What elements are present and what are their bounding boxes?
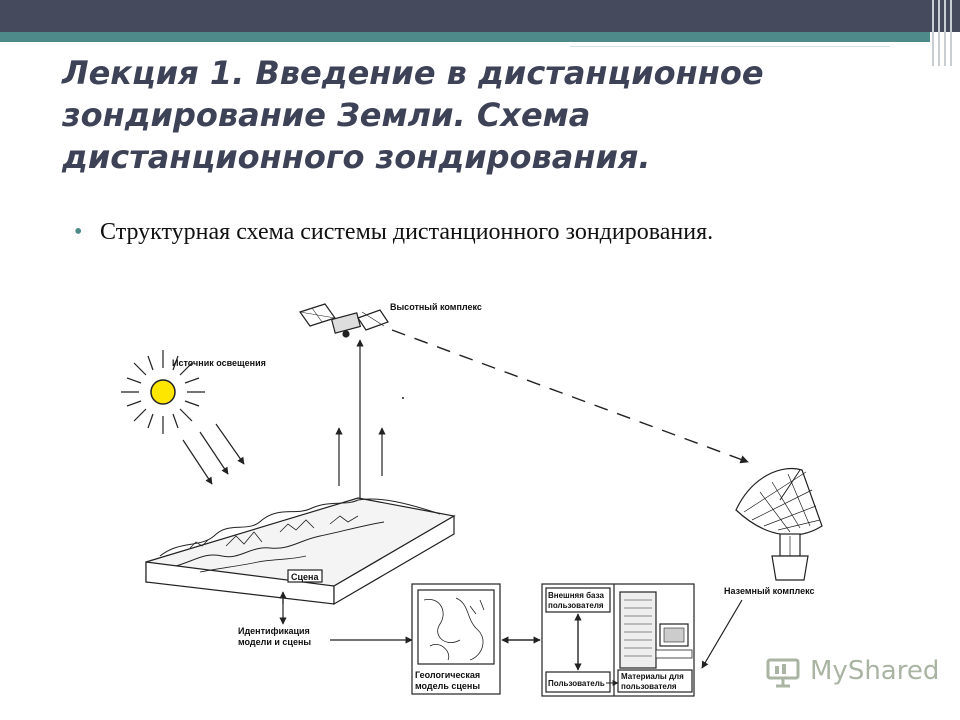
accent-rule (570, 46, 890, 51)
geo-model-label-line1: Геологическая (415, 670, 480, 680)
decorative-lines (932, 0, 954, 66)
top-bar (0, 0, 960, 32)
identification-label-line1: Идентификация (238, 626, 310, 636)
user-materials-label-line2: пользователя (621, 682, 677, 691)
ground-antenna-icon (735, 467, 823, 581)
altitude-complex-label: Высотный комплекс (390, 302, 482, 312)
scene-label: Сцена (291, 572, 319, 582)
external-db-label-line2: пользователя (548, 601, 604, 610)
presentation-board-icon (766, 658, 800, 688)
user-block (541, 583, 695, 697)
bullet-marker: • (74, 219, 83, 245)
ground-to-user-arrow (701, 599, 743, 669)
illumination-arrows (182, 423, 245, 485)
ground-complex-label: Наземный комплекс (724, 586, 815, 596)
satellite-icon (299, 303, 389, 338)
sun-icon (121, 350, 205, 434)
external-db-label-line1: Внешняя база (548, 591, 604, 600)
user-label: Пользователь (548, 679, 605, 688)
watermark-text: MyShared (810, 656, 940, 686)
identification-label-line2: модели и сцены (238, 637, 311, 647)
user-materials-label-line1: Материалы для (621, 672, 684, 681)
terrain-scene (145, 497, 456, 606)
accent-band (0, 32, 930, 42)
watermark: MyShared (766, 654, 940, 694)
geological-model-box (411, 583, 501, 695)
downlink-arrow (391, 329, 749, 464)
bullet-text: Структурная схема системы дистанционного… (100, 219, 714, 245)
geo-model-label-line2: модель сцены (415, 681, 480, 691)
slide-title: Лекция 1. Введение в дистанционное зонди… (62, 54, 764, 176)
light-source-label: Источник освещения (172, 358, 266, 368)
reflected-signal-arrows (335, 339, 386, 498)
